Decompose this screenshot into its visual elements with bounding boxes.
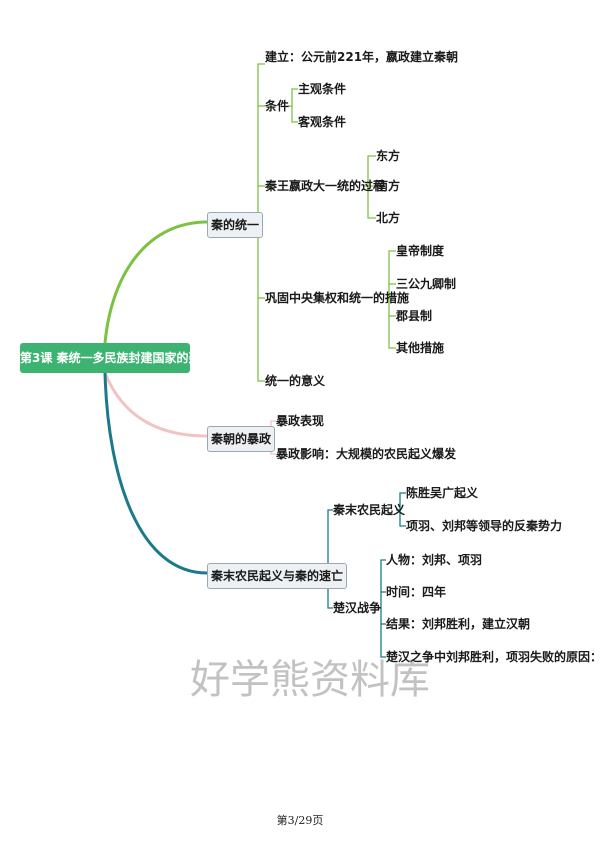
node-objective[interactable]: 客观条件 (298, 115, 347, 129)
node-emperor[interactable]: 皇帝制度 (396, 244, 445, 258)
branch-line-tyranny (103, 372, 208, 438)
node-south[interactable]: 南方 (376, 179, 401, 193)
node-process[interactable]: 秦王嬴政大一统的过程 (265, 179, 386, 193)
node-counties[interactable]: 郡县制 (396, 309, 433, 323)
watermark: 好学熊资料库 (190, 657, 430, 703)
node-measures[interactable]: 巩固中央集权和统一的措施 (265, 291, 410, 305)
node-chensheng[interactable]: 陈胜吴广起义 (406, 486, 479, 500)
branch-line-uprising (103, 372, 208, 575)
node-conditions[interactable]: 条件 (265, 99, 290, 113)
node-establish[interactable]: 建立：公元前221年，嬴政建立秦朝 (265, 50, 459, 64)
node-north[interactable]: 北方 (376, 211, 401, 225)
node-manifest[interactable]: 暴政表现 (276, 414, 325, 428)
node-reason[interactable]: 楚汉之争中刘邦胜利，项羽失败的原因： (386, 650, 600, 664)
node-people[interactable]: 人物：刘邦、项羽 (386, 553, 483, 567)
topic-tyranny[interactable]: 秦朝的暴政 (207, 426, 276, 452)
node-ministers[interactable]: 三公九卿制 (396, 277, 457, 291)
node-chuhan[interactable]: 楚汉战争 (333, 601, 382, 615)
node-impact[interactable]: 暴政影响：大规模的农民起义爆发 (276, 447, 457, 461)
branch-line-unify (103, 220, 208, 344)
root-topic[interactable]: 第3课 秦统一多民族封建国家的建立 (20, 343, 213, 373)
node-result[interactable]: 结果：刘邦胜利，建立汉朝 (386, 617, 531, 631)
topic-uprising[interactable]: 秦末农民起义与秦的速亡 (207, 563, 348, 589)
node-meaning[interactable]: 统一的意义 (265, 374, 326, 388)
node-xiangyu[interactable]: 项羽、刘邦等领导的反秦势力 (406, 519, 563, 533)
node-other[interactable]: 其他措施 (396, 341, 445, 355)
node-east[interactable]: 东方 (376, 149, 401, 163)
page-number: 第3/29页 (276, 814, 324, 827)
topic-unify[interactable]: 秦的统一 (207, 212, 264, 238)
node-time[interactable]: 时间：四年 (386, 585, 447, 599)
node-peasant[interactable]: 秦末农民起义 (333, 503, 406, 517)
node-subjective[interactable]: 主观条件 (298, 82, 347, 96)
